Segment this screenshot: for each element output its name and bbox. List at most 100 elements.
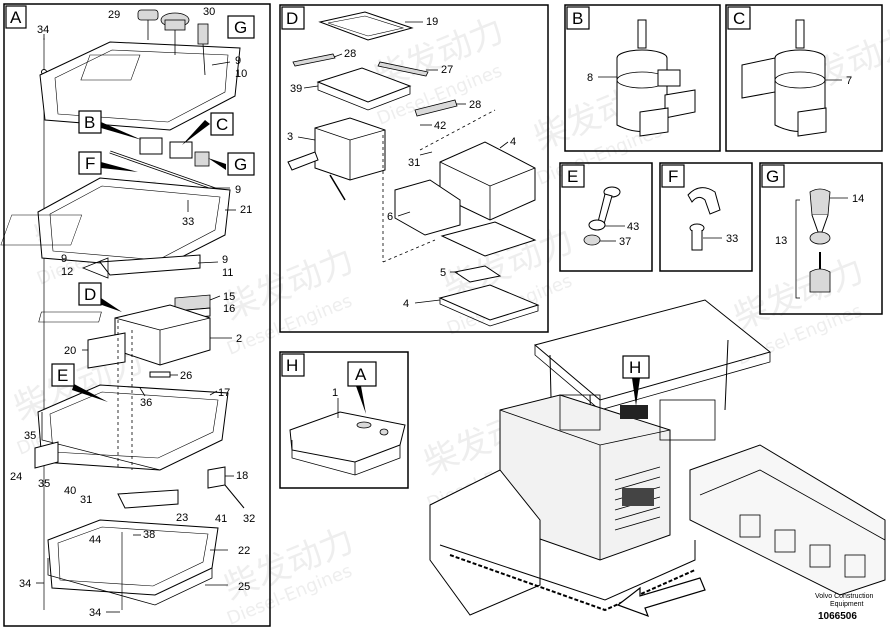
tray-wall [41, 412, 161, 471]
lid-19 [318, 11, 414, 41]
label-22: 22 [238, 545, 250, 557]
callout-box-g-top [227, 15, 255, 39]
rod-9-inner [109, 151, 219, 191]
plate-6 [394, 179, 461, 236]
operator-console [659, 399, 716, 441]
label-4: 4 [510, 136, 516, 148]
panel-h: H A 1 [279, 351, 409, 489]
label-9: 9 [61, 253, 67, 265]
label-31: 31 [80, 494, 92, 506]
label-11: 11 [222, 267, 233, 279]
callout-g-top: G [234, 18, 247, 37]
leader-line [197, 261, 219, 264]
callout-d: D [84, 285, 96, 304]
leader-line [209, 295, 221, 301]
top-cover [39, 41, 241, 131]
callout-box-g-mid [227, 152, 255, 176]
callout-wedge [182, 120, 210, 145]
label-9: 9 [235, 184, 241, 196]
callout-g-mid: G [234, 155, 247, 174]
panel-h-tag [281, 353, 305, 377]
component-c [169, 141, 193, 159]
footer: Volvo Construction Equipment 1066506 [815, 593, 873, 622]
panel-a-tag [5, 5, 27, 29]
mount-bracket [664, 89, 696, 119]
frame-39-edge [317, 82, 411, 111]
label-38: 38 [143, 529, 155, 541]
paver-machine: H [429, 299, 886, 618]
screed-details [739, 514, 866, 578]
shaft [795, 19, 805, 49]
leader-line [202, 43, 206, 76]
strip-27 [377, 61, 429, 77]
bolt-in-d [329, 174, 346, 201]
screed-edge [699, 469, 886, 541]
callout-wedge [632, 378, 640, 406]
label-25: 25 [238, 581, 250, 593]
top-cover-window [80, 54, 141, 81]
label-35: 35 [38, 478, 50, 490]
label-42: 42 [434, 120, 446, 132]
panel-b: B 8 [564, 4, 721, 152]
label-36: 36 [140, 397, 152, 409]
guide-line [419, 109, 496, 151]
panel-h-frame [279, 351, 409, 489]
label-8: 8 [587, 72, 593, 84]
leader-line [419, 151, 433, 156]
gasket-22-inner [57, 526, 209, 587]
callout-b: B [84, 113, 95, 132]
panel-f-letter: F [668, 167, 678, 186]
panel-g-frame [759, 162, 883, 315]
filler-cap [356, 421, 372, 429]
leader-line [211, 61, 231, 66]
gasket-window [0, 214, 83, 246]
label-43: 43 [627, 221, 639, 233]
panel-b-frame [564, 4, 721, 152]
callout-c: C [216, 115, 228, 134]
panel-c-letter: C [733, 9, 745, 28]
cap-g-top [197, 23, 209, 45]
panel-g-tag [761, 164, 785, 188]
guide-line [382, 239, 436, 263]
label-37: 37 [619, 236, 631, 248]
terminal-block [797, 107, 827, 137]
callout-wedge [356, 386, 366, 414]
bracket-18 [207, 466, 226, 489]
leader-line [333, 53, 343, 58]
label-40: 40 [64, 485, 76, 497]
label-29: 29 [108, 9, 120, 21]
control-unit-top [38, 311, 102, 323]
panel-d-tag [281, 6, 305, 30]
callout-e: E [57, 366, 68, 385]
panel-e-tag [561, 164, 585, 188]
label-27: 27 [441, 64, 453, 76]
gasket-21-inner [49, 185, 221, 261]
track [449, 554, 696, 612]
leader-line [139, 387, 146, 397]
label-3: 3 [287, 131, 293, 143]
screed [689, 444, 886, 596]
callout-wedge [72, 384, 108, 402]
lid-19-inner [327, 15, 405, 37]
label-14: 14 [852, 193, 864, 205]
label-6: 6 [387, 211, 393, 223]
panel-d-frame [279, 4, 549, 333]
panel-c: C 7 [725, 4, 883, 152]
label-9: 9 [222, 254, 228, 266]
label-16: 16 [223, 303, 235, 315]
terminal-block [639, 107, 669, 137]
label-5: 5 [440, 267, 446, 279]
callout-f: F [85, 154, 95, 173]
leader-line [303, 85, 319, 89]
label-4: 4 [403, 298, 409, 310]
label-21: 21 [240, 204, 252, 216]
top-cover-inner [54, 49, 229, 123]
knob-29 [137, 9, 159, 21]
panel-a-frame [3, 3, 271, 627]
operator-seat [559, 394, 601, 431]
sensor [809, 268, 831, 293]
bracket-20 [87, 332, 126, 369]
callout-box-b [78, 110, 102, 134]
bolt-26 [149, 371, 171, 378]
label-15: 15 [223, 291, 235, 303]
